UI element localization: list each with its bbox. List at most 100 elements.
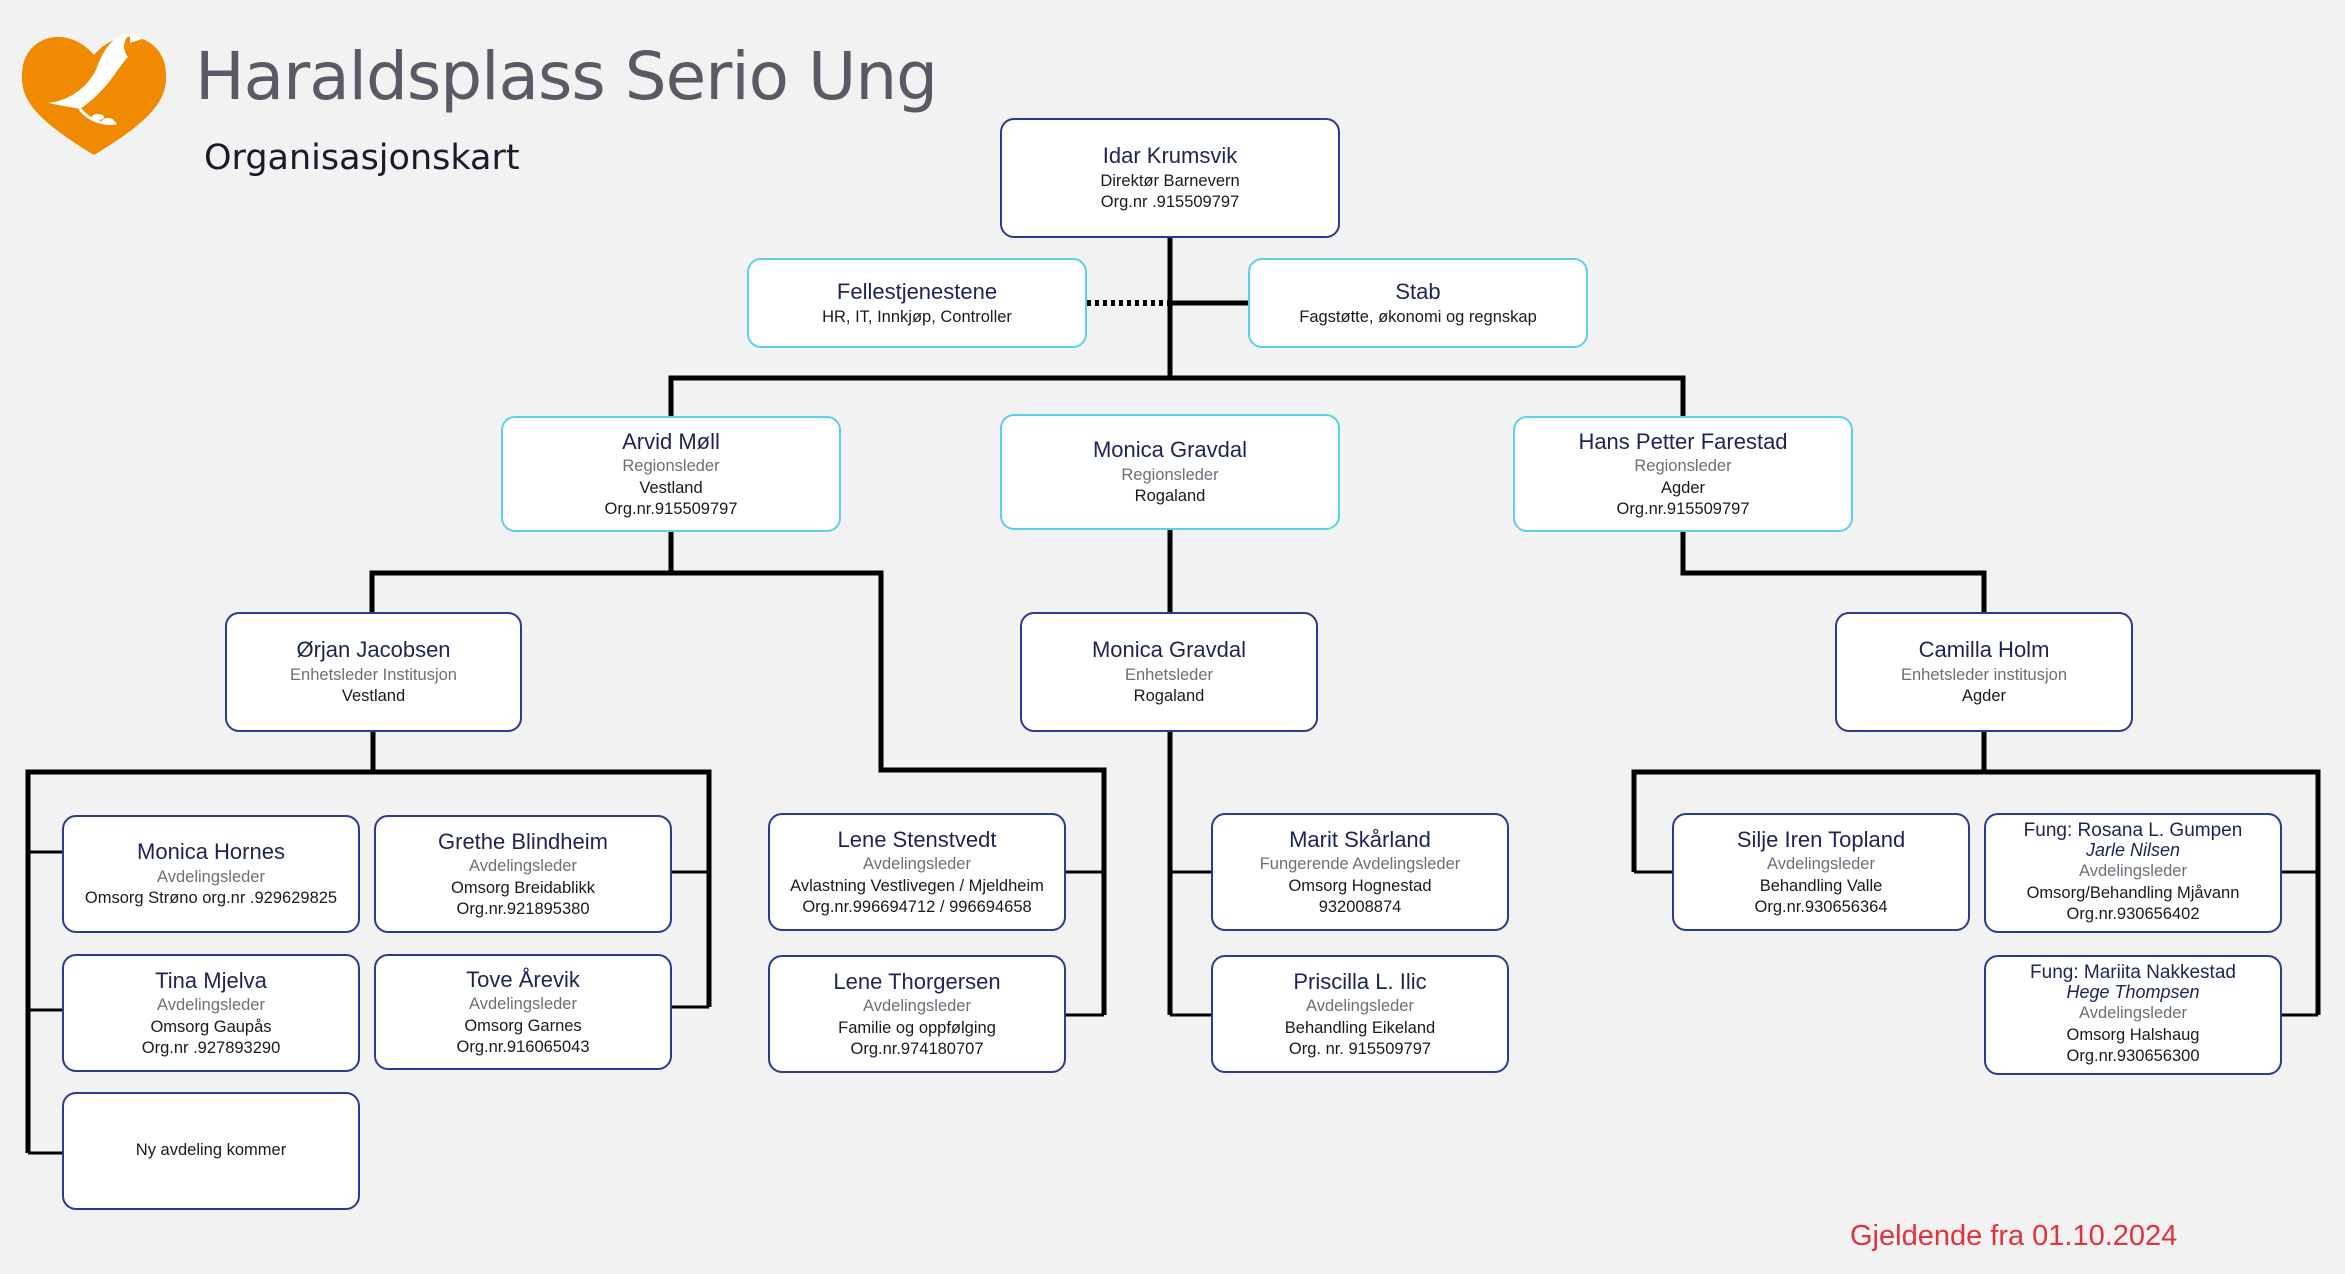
unit-rogaland-role: Enhetsleder bbox=[1124, 665, 1214, 684]
dept-arevik-role: Avdelingsleder bbox=[469, 995, 577, 1014]
stab-detail: Fagstøtte, økonomi og regnskap bbox=[1299, 307, 1537, 326]
region-agder-name: Hans Petter Farestad bbox=[1578, 428, 1788, 454]
org-box-region-agder: Hans Petter Farestad Regionsleder Agder … bbox=[1513, 416, 1853, 532]
dept-hornes-role: Avdelingsleder bbox=[157, 867, 265, 886]
dept-mjelva-orgnr: Org.nr .927893290 bbox=[141, 1039, 281, 1058]
dept-topland-role: Avdelingsleder bbox=[1767, 855, 1875, 874]
dept-arevik-name: Tove Årevik bbox=[466, 966, 580, 992]
region-agder-area: Agder bbox=[1660, 478, 1706, 497]
region-agder-orgnr: Org.nr.915509797 bbox=[1616, 500, 1750, 519]
dept-nakkestad-name-alt: Hege Thompsen bbox=[2066, 982, 2200, 1003]
org-box-unit-vestland: Ørjan Jacobsen Enhetsleder Institusjon V… bbox=[225, 612, 522, 732]
org-box-felles: Fellestjenestene HR, IT, Innkjøp, Contro… bbox=[747, 258, 1087, 348]
org-box-dept-skarland: Marit Skårland Fungerende Avdelingsleder… bbox=[1211, 813, 1509, 931]
dept-stenstvedt-orgnr: Org.nr.996694712 / 996694658 bbox=[802, 898, 1032, 917]
region-vestland-name: Arvid Møll bbox=[622, 428, 720, 454]
connector-agder-dept-bus bbox=[1631, 769, 2321, 1015]
org-box-dept-arevik: Tove Årevik Avdelingsleder Omsorg Garnes… bbox=[374, 954, 672, 1070]
dept-blindheim-detail: Omsorg Breidablikk bbox=[451, 878, 595, 897]
dept-blindheim-name: Grethe Blindheim bbox=[438, 828, 608, 854]
dept-gumpen-role: Avdelingsleder bbox=[2079, 862, 2187, 881]
dept-arevik-detail: Omsorg Garnes bbox=[464, 1016, 582, 1035]
effective-date: Gjeldende fra 01.10.2024 bbox=[1850, 1220, 2178, 1252]
dept-ilic-role: Avdelingsleder bbox=[1306, 997, 1414, 1016]
dept-thorgersen-name: Lene Thorgersen bbox=[833, 968, 1001, 994]
page-title: Haraldsplass Serio Ung bbox=[195, 38, 938, 115]
dept-new-label: Ny avdeling kommer bbox=[135, 1141, 287, 1160]
org-box-region-vestland: Arvid Møll Regionsleder Vestland Org.nr.… bbox=[501, 416, 841, 532]
dove-heart-logo bbox=[21, 33, 167, 155]
unit-vestland-role: Enhetsleder Institusjon bbox=[290, 665, 457, 684]
dept-skarland-name: Marit Skårland bbox=[1289, 826, 1431, 852]
felles-name: Fellestjenestene bbox=[836, 278, 998, 304]
org-box-dept-mjelva: Tina Mjelva Avdelingsleder Omsorg Gaupås… bbox=[62, 954, 360, 1072]
org-box-dept-topland: Silje Iren Topland Avdelingsleder Behand… bbox=[1672, 813, 1970, 931]
dept-gumpen-orgnr: Org.nr.930656402 bbox=[2066, 905, 2200, 924]
connector-region-bus bbox=[668, 375, 1686, 416]
region-agder-role: Regionsleder bbox=[1634, 457, 1732, 476]
org-box-unit-rogaland: Monica Gravdal Enhetsleder Rogaland bbox=[1020, 612, 1318, 732]
connector-vest-left bbox=[369, 570, 1107, 1015]
dept-topland-detail: Behandling Valle bbox=[1759, 876, 1883, 895]
dept-gumpen-name: Fung: Rosana L. Gumpen bbox=[2023, 819, 2243, 841]
org-box-unit-agder: Camilla Holm Enhetsleder institusjon Agd… bbox=[1835, 612, 2133, 732]
dept-nakkestad-role: Avdelingsleder bbox=[2079, 1004, 2187, 1023]
dept-mjelva-detail: Omsorg Gaupås bbox=[150, 1017, 272, 1036]
dept-skarland-role: Fungerende Avdelingsleder bbox=[1259, 855, 1461, 874]
director-orgnr: Org.nr .915509797 bbox=[1100, 193, 1240, 212]
dept-blindheim-role: Avdelingsleder bbox=[469, 857, 577, 876]
dept-gumpen-detail: Omsorg/Behandling Mjåvann bbox=[2026, 883, 2240, 902]
unit-vestland-area: Vestland bbox=[341, 687, 406, 706]
org-box-region-rogaland: Monica Gravdal Regionsleder Rogaland bbox=[1000, 414, 1340, 530]
org-box-stab: Stab Fagstøtte, økonomi og regnskap bbox=[1248, 258, 1588, 348]
dept-arevik-orgnr: Org.nr.916065043 bbox=[456, 1038, 590, 1057]
dept-mjelva-name: Tina Mjelva bbox=[155, 967, 267, 993]
org-box-dept-stenstvedt: Lene Stenstvedt Avdelingsleder Avlastnin… bbox=[768, 813, 1066, 931]
dept-ilic-orgnr: Org. nr. 915509797 bbox=[1288, 1040, 1432, 1059]
dept-thorgersen-orgnr: Org.nr.974180707 bbox=[850, 1040, 984, 1059]
org-box-dept-hornes: Monica Hornes Avdelingsleder Omsorg Strø… bbox=[62, 815, 360, 933]
dept-nakkestad-detail: Omsorg Halshaug bbox=[2066, 1025, 2200, 1044]
dept-thorgersen-role: Avdelingsleder bbox=[863, 997, 971, 1016]
dept-ilic-name: Priscilla L. Ilic bbox=[1293, 968, 1427, 994]
dept-stenstvedt-name: Lene Stenstvedt bbox=[837, 826, 997, 852]
dept-topland-orgnr: Org.nr.930656364 bbox=[1754, 898, 1888, 917]
unit-agder-name: Camilla Holm bbox=[1918, 637, 2050, 663]
region-rogaland-name: Monica Gravdal bbox=[1092, 437, 1248, 463]
region-vestland-role: Regionsleder bbox=[622, 457, 720, 476]
unit-agder-area: Agder bbox=[1961, 687, 2007, 706]
connector-agder bbox=[1680, 532, 1987, 612]
unit-rogaland-name: Monica Gravdal bbox=[1091, 637, 1247, 663]
connector-vest-dept-bus bbox=[25, 769, 712, 1153]
region-vestland-orgnr: Org.nr.915509797 bbox=[604, 500, 738, 519]
org-box-dept-ilic: Priscilla L. Ilic Avdelingsleder Behandl… bbox=[1211, 955, 1509, 1073]
org-box-dept-new: Ny avdeling kommer bbox=[62, 1092, 360, 1210]
dept-ilic-detail: Behandling Eikeland bbox=[1284, 1018, 1436, 1037]
region-rogaland-role: Regionsleder bbox=[1121, 465, 1219, 484]
dept-hornes-detail: Omsorg Strøno org.nr .929629825 bbox=[84, 889, 338, 908]
unit-vestland-name: Ørjan Jacobsen bbox=[296, 637, 451, 663]
dept-gumpen-name-alt: Jarle Nilsen bbox=[2085, 840, 2181, 861]
region-rogaland-area: Rogaland bbox=[1134, 487, 1206, 506]
dept-nakkestad-orgnr: Org.nr.930656300 bbox=[2066, 1047, 2200, 1066]
director-name: Idar Krumsvik bbox=[1102, 143, 1238, 169]
dept-topland-name: Silje Iren Topland bbox=[1736, 826, 1906, 852]
felles-detail: HR, IT, Innkjøp, Controller bbox=[822, 307, 1012, 326]
org-box-dept-blindheim: Grethe Blindheim Avdelingsleder Omsorg B… bbox=[374, 815, 672, 933]
stab-name: Stab bbox=[1395, 278, 1441, 304]
dept-hornes-name: Monica Hornes bbox=[137, 839, 285, 865]
director-role: Direktør Barnevern bbox=[1100, 171, 1240, 190]
unit-rogaland-area: Rogaland bbox=[1133, 687, 1205, 706]
dept-thorgersen-detail: Familie og oppfølging bbox=[838, 1018, 996, 1037]
dept-mjelva-role: Avdelingsleder bbox=[157, 996, 265, 1015]
page-subtitle: Organisasjonskart bbox=[204, 138, 520, 178]
dept-stenstvedt-role: Avdelingsleder bbox=[863, 855, 971, 874]
dept-blindheim-orgnr: Org.nr.921895380 bbox=[456, 900, 590, 919]
dept-nakkestad-name: Fung: Mariita Nakkestad bbox=[2030, 961, 2236, 983]
dept-skarland-orgnr: 932008874 bbox=[1318, 898, 1402, 917]
region-vestland-area: Vestland bbox=[639, 478, 703, 497]
org-box-director: Idar Krumsvik Direktør Barnevern Org.nr … bbox=[1000, 118, 1340, 238]
org-box-dept-thorgersen: Lene Thorgersen Avdelingsleder Familie o… bbox=[768, 955, 1066, 1073]
unit-agder-role: Enhetsleder institusjon bbox=[1900, 665, 2067, 684]
